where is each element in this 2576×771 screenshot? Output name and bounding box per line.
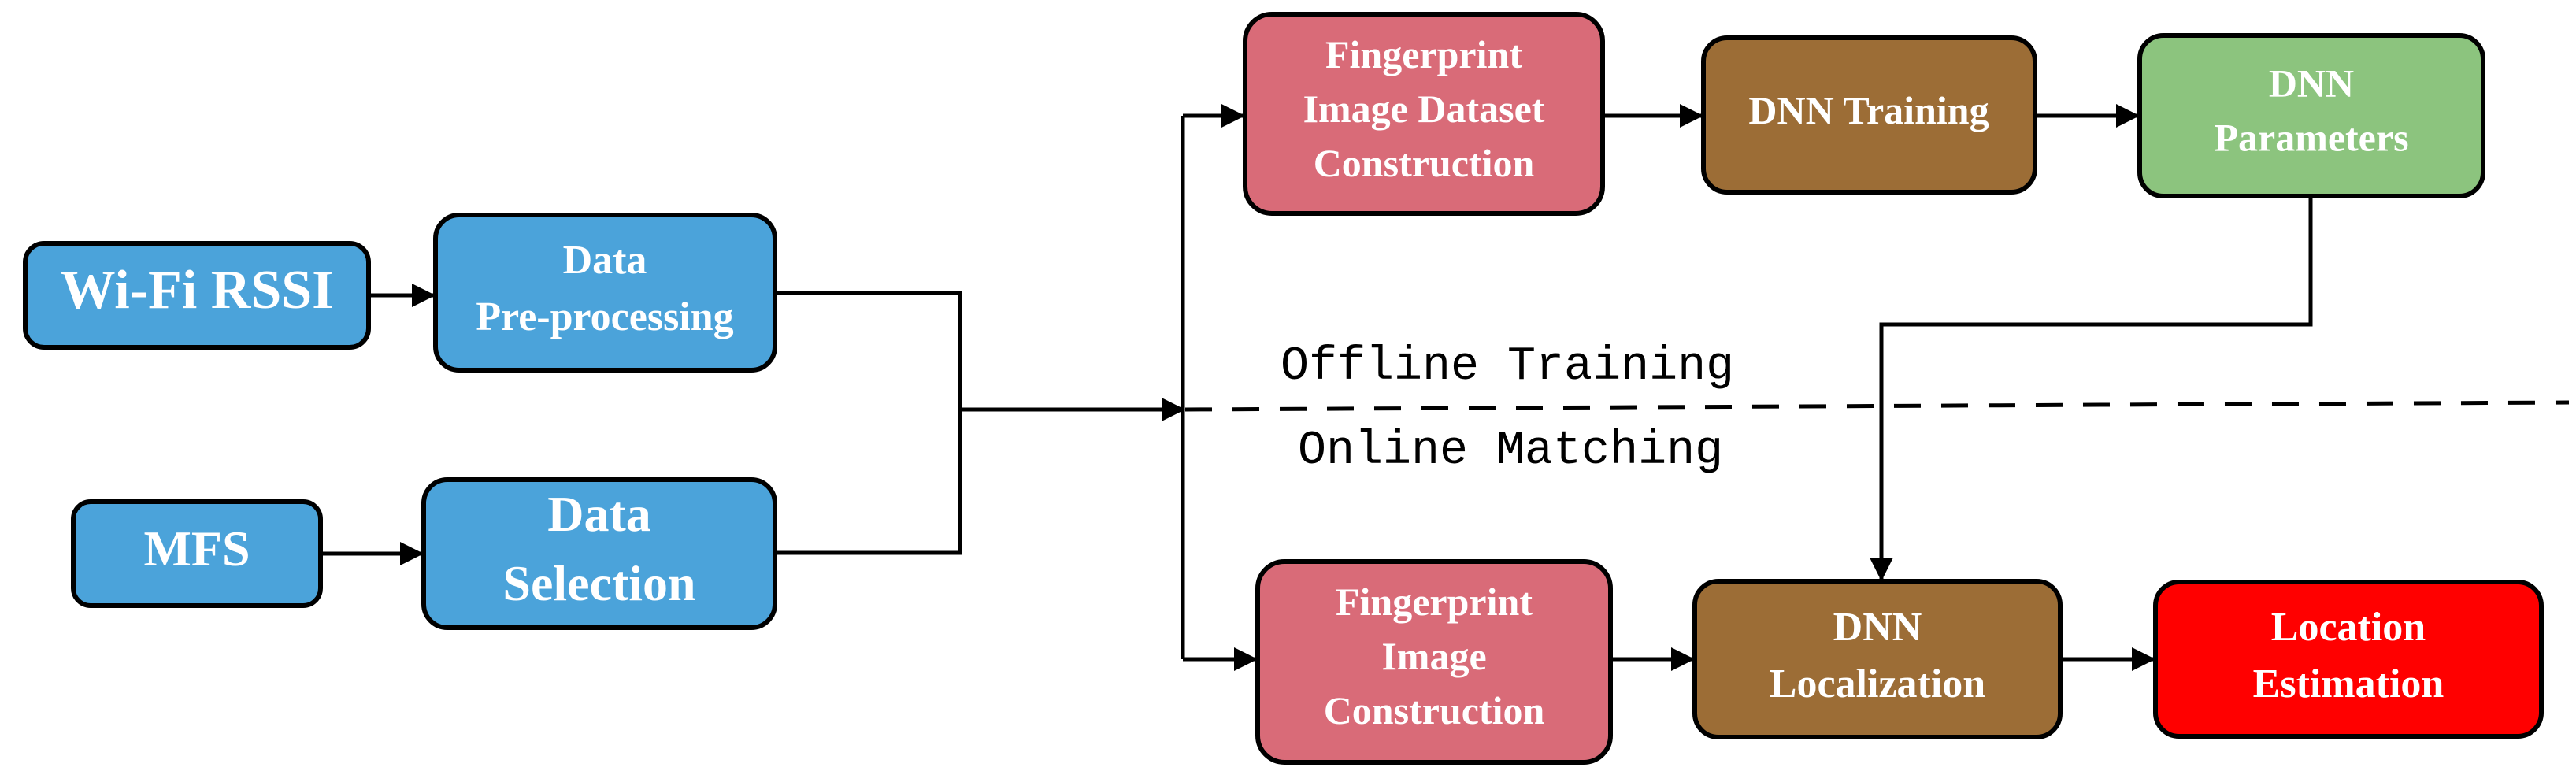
label-line: DNN Training: [1748, 88, 1989, 132]
node-wifi-rssi: Wi-Fi RSSI: [23, 241, 371, 350]
connectors: [321, 104, 2313, 671]
node-dnn-parameters-label: DNN Parameters: [2214, 61, 2408, 160]
label-line: Wi-Fi RSSI: [61, 260, 334, 321]
phase-divider: Offline Training Online Matching: [1184, 340, 2570, 478]
label-line: Estimation: [2253, 662, 2444, 706]
label-line: Selection: [502, 555, 695, 611]
dashed-divider-line: [1184, 400, 2570, 412]
node-dnn-training: DNN Training: [1701, 35, 2037, 195]
line-preproc-to-merge: [775, 291, 962, 410]
arrow-params-to-dnn-localization: [1870, 196, 2313, 581]
online-matching-label: Online Matching: [1298, 424, 1723, 478]
label-line: Data: [547, 486, 651, 542]
label-line: Localization: [1770, 662, 1986, 706]
label-line: Parameters: [2214, 116, 2408, 160]
label-line: DNN: [2269, 61, 2354, 106]
label-line: Fingerprint: [1325, 32, 1522, 76]
label-line: Image: [1381, 634, 1486, 678]
offline-training-label: Offline Training: [1281, 340, 1734, 394]
node-dnn-parameters: DNN Parameters: [2137, 33, 2485, 198]
label-line: Image Dataset: [1303, 87, 1545, 131]
node-dnn-localization: DNN Localization: [1692, 579, 2063, 739]
label-line: Data: [563, 238, 647, 283]
label-line: MFS: [143, 521, 250, 576]
node-dnn-training-label: DNN Training: [1748, 88, 1989, 132]
label-line: Pre-processing: [476, 295, 733, 339]
label-line: Construction: [1314, 141, 1535, 185]
node-mfs-label: MFS: [143, 521, 250, 576]
label-line: DNN: [1833, 605, 1922, 650]
node-wifi-rssi-label: Wi-Fi RSSI: [61, 260, 334, 321]
node-mfs: MFS: [71, 499, 323, 608]
label-line: Fingerprint: [1336, 580, 1533, 624]
node-dnn-localization-label: DNN Localization: [1770, 605, 1986, 706]
label-line: Construction: [1324, 688, 1545, 732]
line-selection-to-merge: [775, 410, 962, 555]
label-line: Location: [2271, 605, 2426, 650]
